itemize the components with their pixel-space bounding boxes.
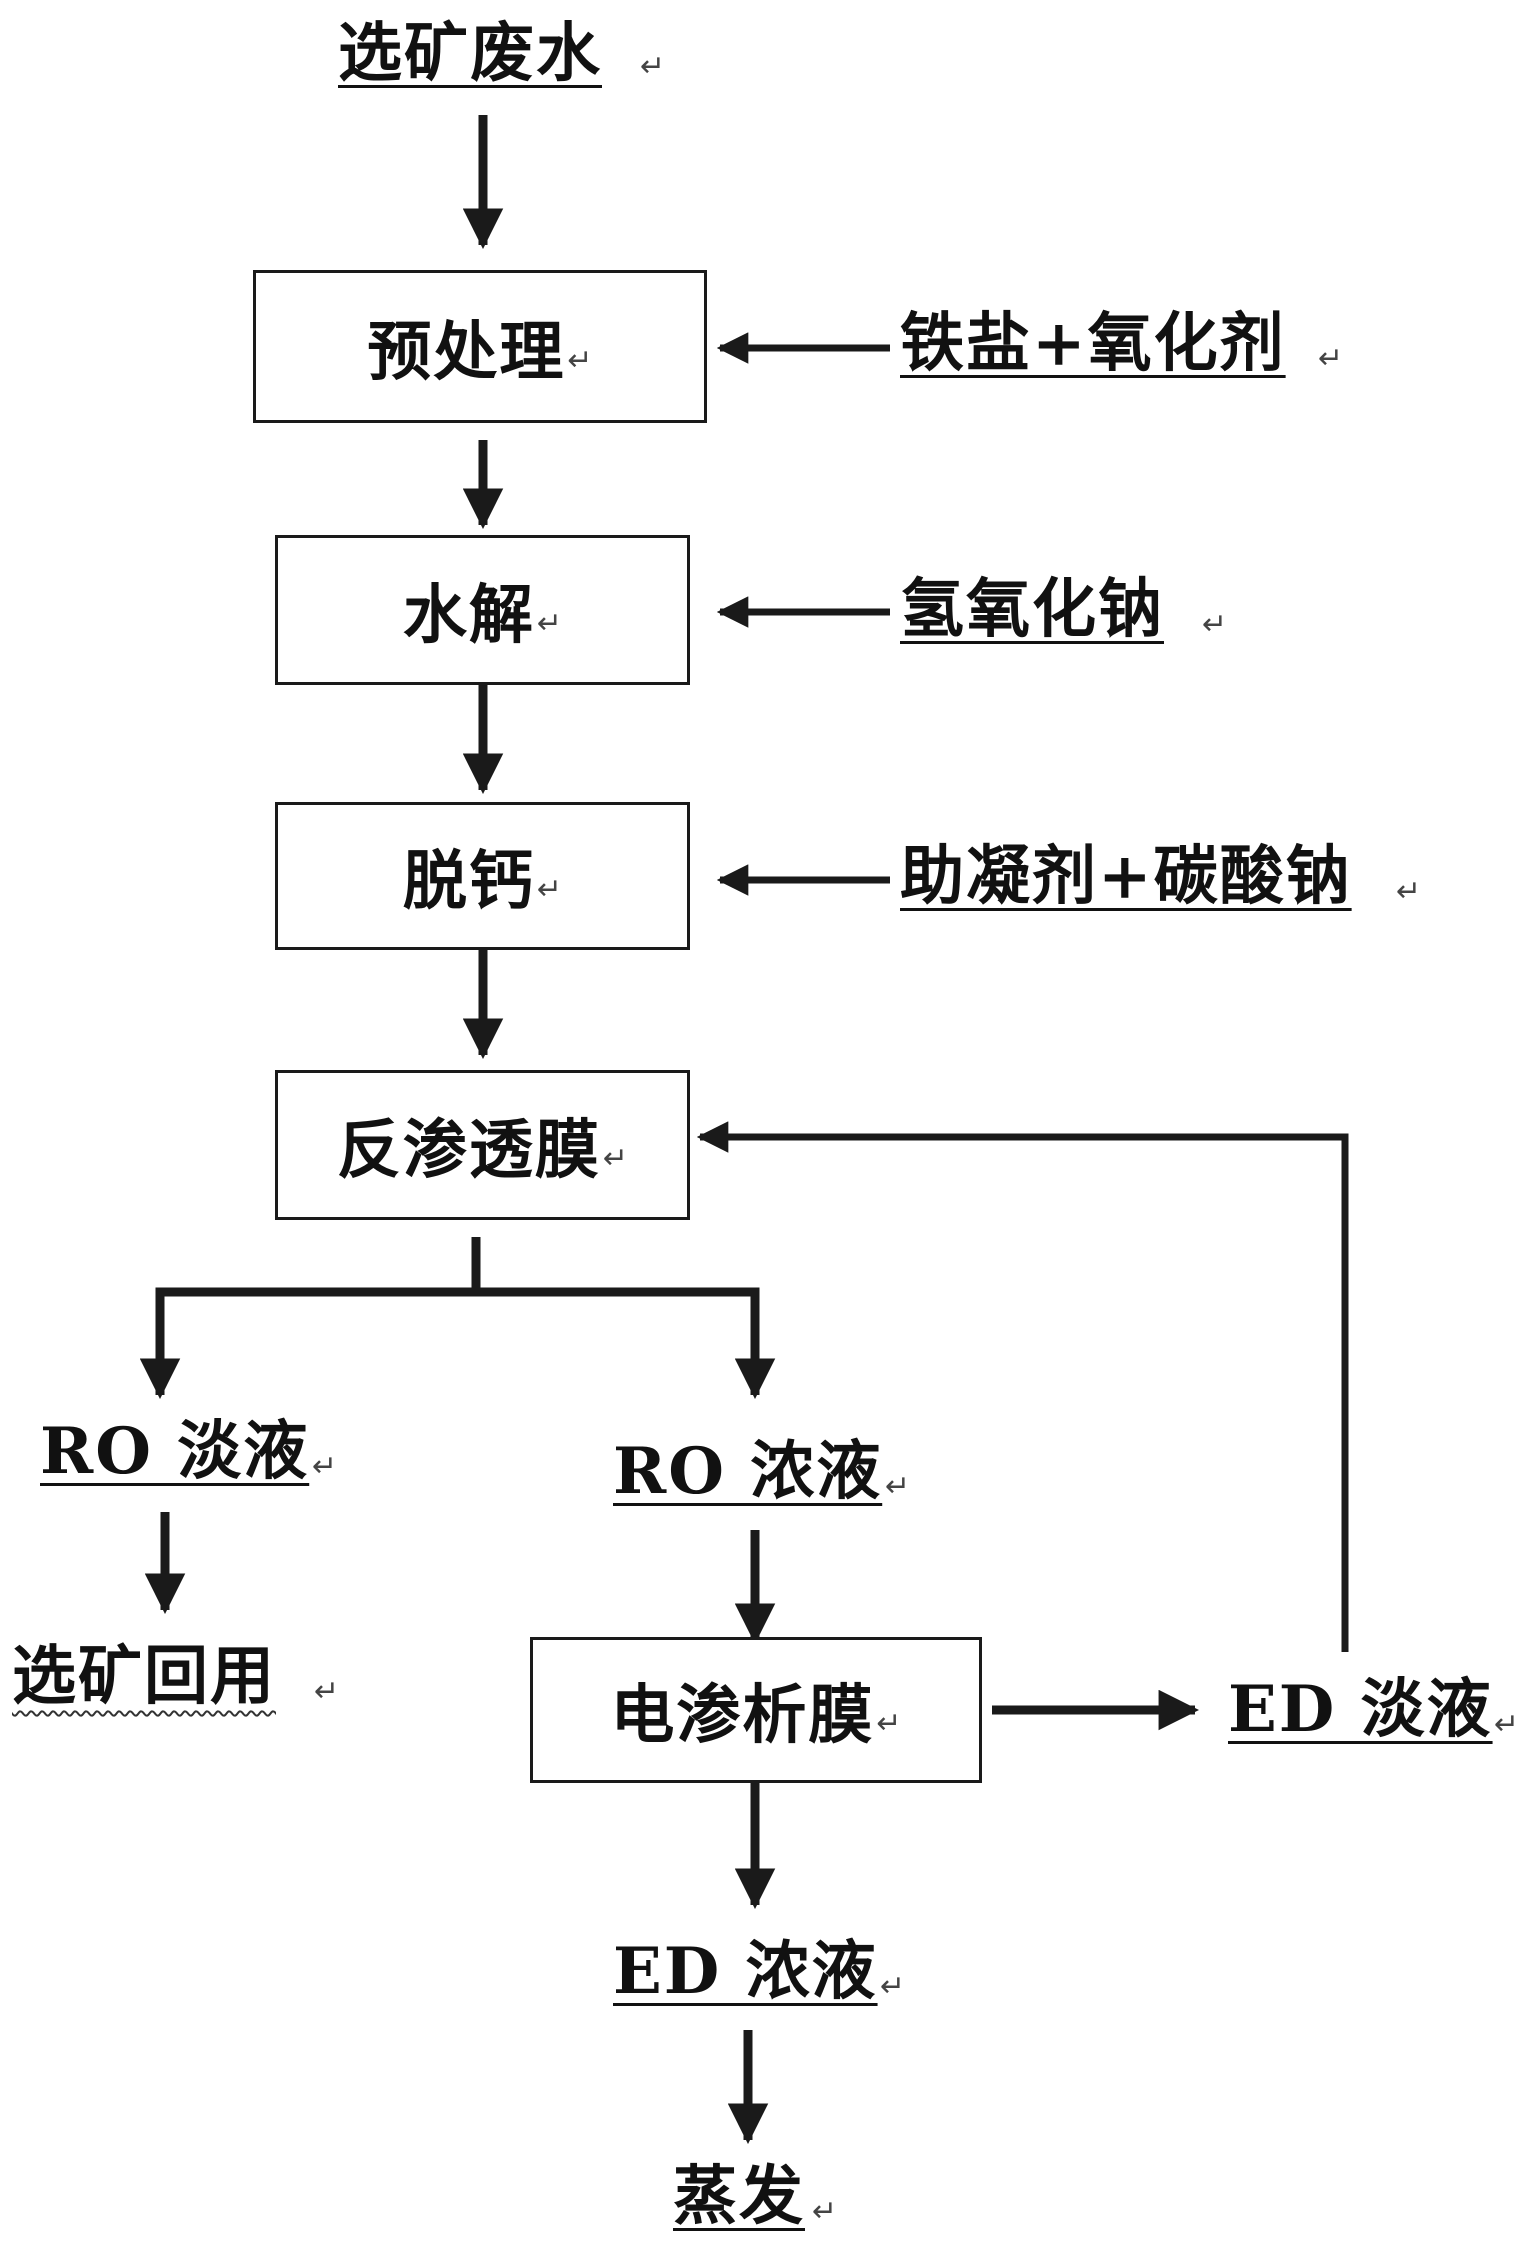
arrow-ed-dilute-recycle-to-ro <box>696 1121 1349 1652</box>
pretreatment-label: 预处理 <box>367 314 566 390</box>
paragraph-mark-icon: ↵ <box>536 872 563 907</box>
decalcification-label: 脱钙 <box>402 844 535 919</box>
paragraph-mark-icon: ↵ <box>602 1141 629 1176</box>
ed-concentrate-label: ED 浓液 <box>613 1934 878 2009</box>
reagent-decalcification-label: 助凝剂+碳酸钠 <box>900 839 1352 914</box>
decalcification-box: 脱钙↵ <box>275 802 690 950</box>
ed-membrane-box: 电渗析膜↵ <box>530 1637 982 1783</box>
ed-dilute-label: ED 淡液 <box>1228 1672 1493 1747</box>
paragraph-mark-icon: ↵ <box>1396 874 1422 909</box>
paragraph-mark-icon: ↵ <box>812 2194 838 2229</box>
paragraph-mark-icon: ↵ <box>876 1706 902 1741</box>
wastewater-label: 选矿废水 <box>338 16 602 91</box>
pretreatment-box: 预处理↵ <box>253 270 707 423</box>
ro-membrane-label: 反渗透膜 <box>336 1113 601 1188</box>
reagent-hydrolysis-label: 氢氧化钠 <box>900 572 1164 647</box>
paragraph-mark-icon: ↵ <box>880 1969 906 2004</box>
arrow-ro-split <box>155 1237 481 1390</box>
paragraph-mark-icon: ↵ <box>885 1469 911 1504</box>
ed-membrane-label: 电渗析膜 <box>610 1678 875 1753</box>
ro-membrane-box: 反渗透膜↵ <box>275 1070 690 1220</box>
evaporation-label: 蒸发 <box>673 2159 805 2234</box>
arrow-ro-split-right <box>476 1287 760 1390</box>
paragraph-mark-icon: ↵ <box>312 1449 338 1484</box>
paragraph-mark-icon: ↵ <box>1494 1707 1520 1742</box>
paragraph-mark-icon: ↵ <box>640 49 666 84</box>
paragraph-mark-icon: ↵ <box>567 342 593 378</box>
reagent-pretreatment-label: 铁盐+氧化剂 <box>900 306 1286 381</box>
ro-permeate-label: RO 淡液 <box>40 1414 310 1489</box>
hydrolysis-label: 水解 <box>402 578 535 653</box>
ro-concentrate-label: RO 浓液 <box>613 1434 883 1509</box>
hydrolysis-box: 水解↵ <box>275 535 690 685</box>
paragraph-mark-icon: ↵ <box>1202 607 1228 642</box>
paragraph-mark-icon: ↵ <box>536 606 563 641</box>
beneficiation-reuse-label: 选矿回用 <box>12 1639 276 1714</box>
paragraph-mark-icon: ↵ <box>1318 341 1344 376</box>
paragraph-mark-icon: ↵ <box>314 1674 340 1709</box>
